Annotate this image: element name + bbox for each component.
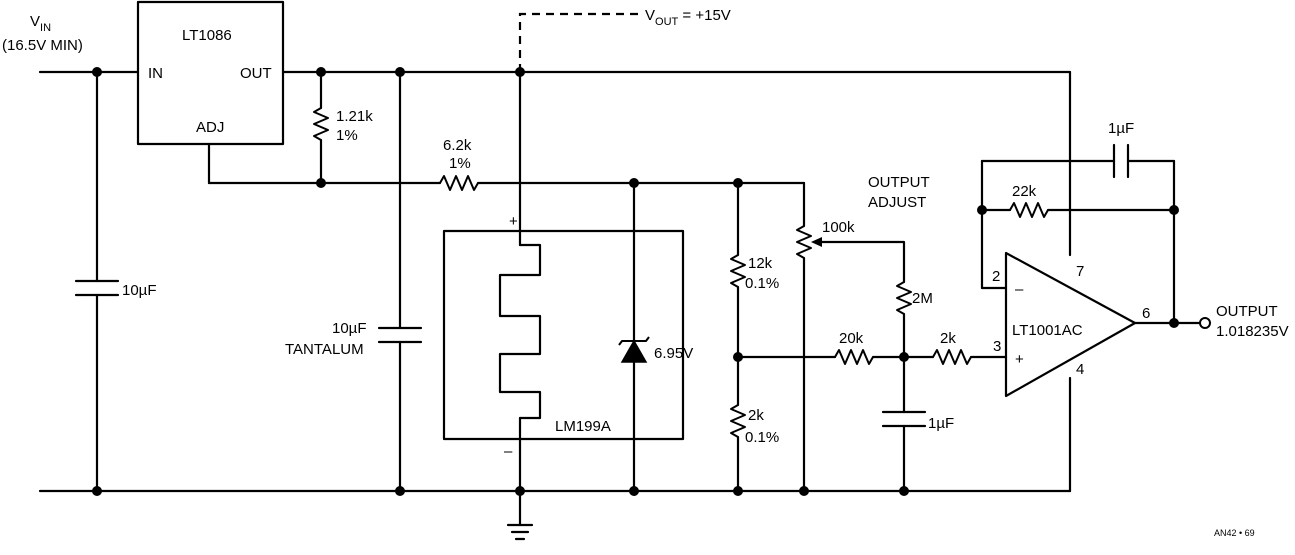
opamp-pin-6: 6 [1142,305,1150,322]
junction-dots [92,67,1179,496]
resistor-1-21k: 1.21k 1% [313,70,373,185]
output-terminal [1199,317,1211,329]
regulator-name: LT1086 [182,27,232,44]
output-adjust-line1: OUTPUT [868,174,930,191]
resistor-2m-value: 2M [912,290,933,307]
tantalum-capacitor-type: TANTALUM [285,341,364,358]
svg-text:VIN: VIN [30,13,51,34]
zener-diode: 6.95V [618,181,693,493]
opamp-pin-4: 4 [1076,361,1084,378]
vout-v: V [645,7,655,24]
input-capacitor: 10µF [74,70,157,493]
resistor-12k-tolerance: 0.1% [745,275,779,292]
tantalum-capacitor-value: 10µF [332,320,367,337]
regulator-in-pin: IN [148,65,163,82]
adj-wire [207,142,442,185]
vin-minimum: (16.5V MIN) [2,37,83,54]
svg-text:VOUT = +15V: VOUT = +15V [645,7,731,28]
potentiometer-value: 100k [822,219,855,236]
ground-symbol [506,523,534,541]
resistor-2m: 2M [896,281,933,414]
reference-name: LM199A [555,418,611,435]
vin-subscript: IN [40,22,51,34]
opamp-inverting: – [1015,281,1024,298]
resistor-6-2k-value: 6.2k [443,137,472,154]
lt1086-regulator: LT1086 IN OUT ADJ [136,0,285,146]
feedback-capacitor-value: 1µF [1108,120,1134,137]
regulator-adj-pin: ADJ [196,119,224,136]
tantalum-capacitor: 10µF TANTALUM [285,70,423,493]
resistor-6-2k-tolerance: 1% [449,155,471,172]
resistor-1-21k-value: 1.21k [336,108,373,125]
output-adjust-potentiometer: 100k OUTPUT ADJUST [796,174,930,493]
resistor-2k-divider-value: 2k [748,407,764,424]
output-label-line1: OUTPUT [1216,303,1278,320]
resistor-6-2k: 6.2k 1% [439,137,806,191]
opamp-pin-2: 2 [992,268,1000,285]
vout-value: = +15V [678,7,731,24]
opamp-pin-3: 3 [993,338,1001,355]
divider-resistors: 12k 0.1% 2k 0.1% [730,181,779,493]
input-capacitor-value: 10µF [122,282,157,299]
zener-voltage: 6.95V [654,345,693,362]
resistor-20k-value: 20k [839,330,864,347]
output-voltage: 1.018235V [1216,323,1289,340]
reference-minus: – [504,443,513,460]
figure-id: AN42 • 69 [1214,528,1255,538]
opamp-pin-7: 7 [1076,263,1084,280]
output-label: OUTPUT 1.018235V [1216,303,1289,340]
vout-subscript: OUT [655,16,679,28]
lt1001ac-opamp: LT1001AC – + 2 3 4 6 7 [980,251,1207,398]
regulator-out-pin: OUT [240,65,272,82]
feedback-resistor-value: 22k [1012,183,1037,200]
resistor-2k-divider-tolerance: 0.1% [745,429,779,446]
feedback-network: 22k 1µF [980,120,1176,325]
top-supply-rail [281,70,1072,257]
ground-rail [38,376,1072,493]
lm199a-reference: + – LM199A [442,70,685,527]
output-adjust-line2: ADJUST [868,194,926,211]
resistor-1-21k-tolerance: 1% [336,127,358,144]
opamp-name: LT1001AC [1012,322,1083,339]
vin-label: VIN (16.5V MIN) [2,13,83,54]
filter-capacitor-value: 1µF [928,415,954,432]
filter-network: 20k 2k [736,330,1008,365]
reference-plus: + [509,213,518,230]
vout-tap: VOUT = +15V [518,7,731,72]
filter-capacitor: 1µF [881,410,954,493]
vin-v: V [30,13,40,30]
resistor-12k-value: 12k [748,255,773,272]
opamp-noninverting: + [1015,351,1024,368]
resistor-2k-value: 2k [940,330,956,347]
